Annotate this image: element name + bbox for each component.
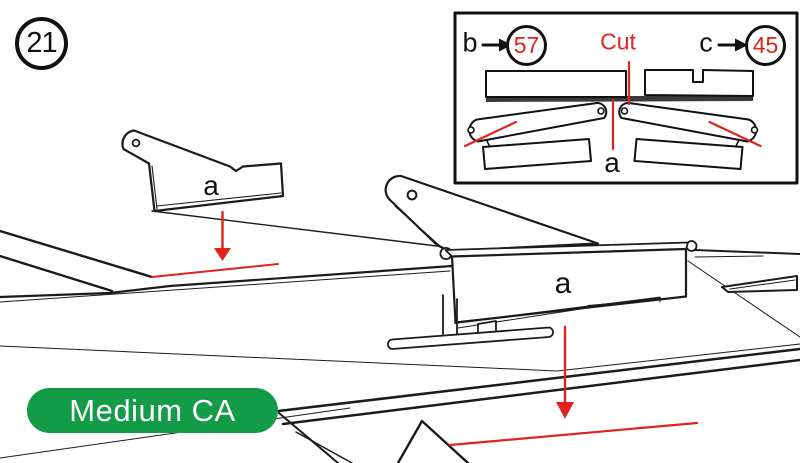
glue-line <box>708 120 762 148</box>
adhesive-badge-label: Medium CA <box>69 392 236 428</box>
left-glue-marking <box>151 210 279 278</box>
part-c-number: 45 <box>752 32 779 58</box>
left-part-a-outline <box>121 129 285 213</box>
center-glue-marking <box>448 325 699 447</box>
glue-line <box>448 421 699 447</box>
step-number: 21 <box>26 27 57 59</box>
glue-line <box>151 263 279 278</box>
arrow-c-icon <box>717 38 748 52</box>
arrow-b-icon <box>481 38 512 52</box>
inset-right-arm-group <box>618 101 762 170</box>
part-c-number-badge: 45 <box>745 25 786 66</box>
wing-deck-lines <box>0 210 800 463</box>
part-b-number-badge: 57 <box>506 25 547 66</box>
center-part-label: a <box>554 267 572 300</box>
pivot-hole <box>131 138 141 148</box>
inset-right-bar <box>644 69 754 97</box>
glue-arrow-head <box>556 402 574 419</box>
step-number-badge: 21 <box>15 17 68 70</box>
glue-arrow-head <box>214 248 231 261</box>
inset-left-bar <box>485 70 627 98</box>
inset-left-arm-group <box>463 101 608 170</box>
inset-part-c-label: c <box>699 27 713 58</box>
center-assembly-outline <box>384 174 698 350</box>
glue-line <box>463 120 518 148</box>
pivot-hole <box>406 189 418 201</box>
inset-part-b-label: b <box>462 27 478 58</box>
right-rib-outline <box>721 275 798 293</box>
cut-label: Cut <box>600 28 636 55</box>
part-b-number: 57 <box>513 32 540 58</box>
adhesive-badge: Medium CA <box>27 388 278 433</box>
left-part-label: a <box>203 170 219 201</box>
inset-part-a-label: a <box>604 147 620 178</box>
